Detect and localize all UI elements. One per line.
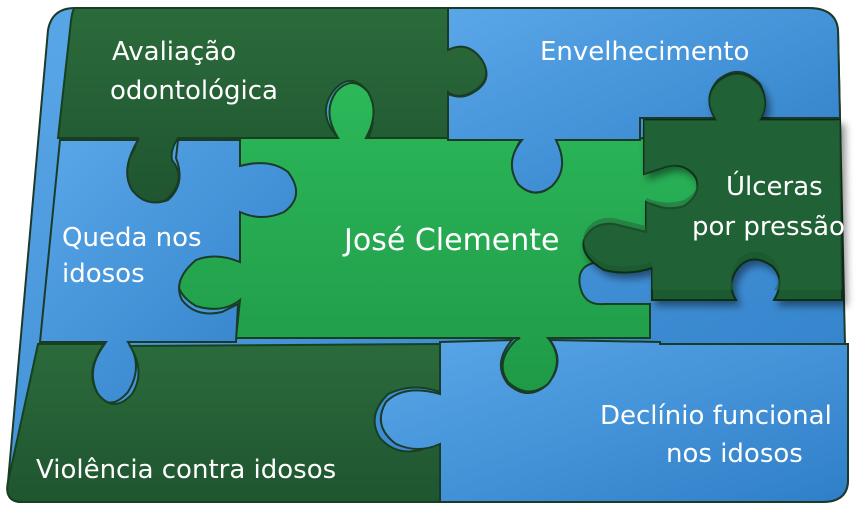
label-queda-line1: Queda nos (62, 223, 202, 253)
label-ulceras-line1: Úlceras (726, 170, 823, 202)
piece-right-raised-face (583, 73, 842, 291)
label-queda-line2: idosos (62, 259, 145, 289)
label-declinio-line2: nos idosos (666, 439, 803, 469)
piece-bottom-right (379, 338, 849, 503)
label-ulceras-line2: por pressão (692, 212, 845, 242)
label-envelhecimento: Envelhecimento (540, 37, 749, 67)
label-avaliacao-line2: odontológica (110, 76, 278, 106)
label-violencia: Violência contra idosos (36, 455, 336, 485)
piece-left (38, 139, 297, 404)
label-avaliacao-line1: Avaliação (112, 37, 236, 67)
label-declinio-line1: Declínio funcional (600, 401, 832, 431)
label-jose-clemente: José Clemente (342, 223, 559, 258)
